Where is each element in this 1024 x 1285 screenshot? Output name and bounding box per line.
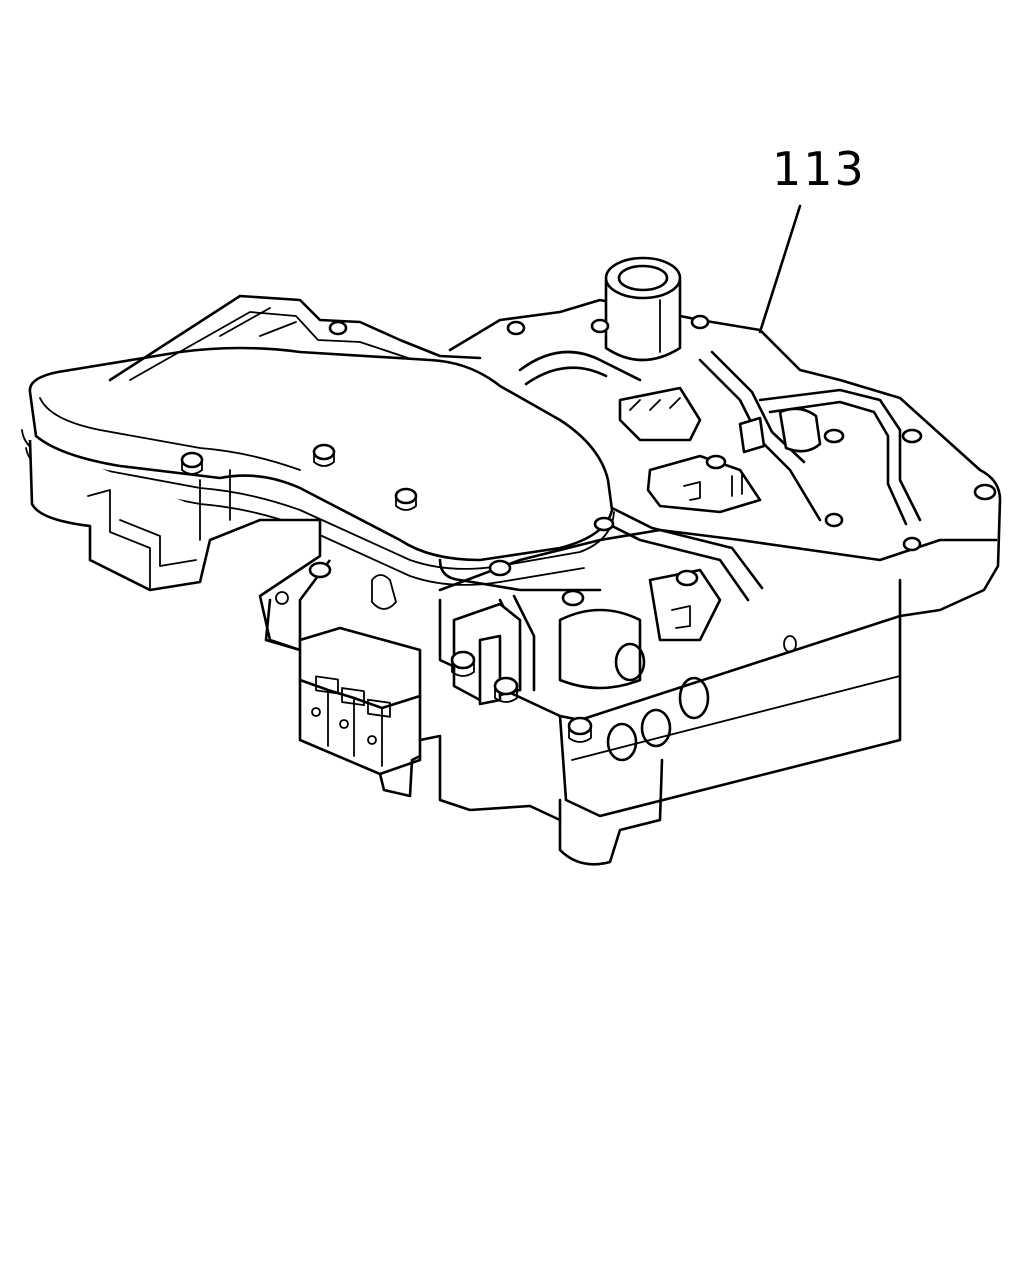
bolt: [308, 561, 332, 579]
bolt: [450, 650, 476, 677]
bolt: [824, 512, 844, 528]
bolt: [690, 314, 710, 330]
bolt: [506, 320, 526, 336]
accumulator-cylinder: [604, 256, 682, 362]
cover-bolts: [180, 320, 418, 511]
bolt: [902, 536, 922, 552]
callout-label: 113: [772, 142, 866, 196]
callout-leader-line: [758, 204, 802, 334]
bolt: [593, 516, 615, 532]
triple-connector: [298, 574, 422, 798]
bolt: [561, 589, 585, 607]
bottom-flange: [264, 591, 562, 822]
bolt: [493, 676, 519, 703]
side-holes: [606, 635, 797, 762]
bolt: [901, 428, 923, 444]
bolt: [590, 318, 610, 334]
bolt: [180, 451, 204, 475]
body-bolts: [308, 314, 997, 743]
bolt: [675, 569, 699, 587]
bolt: [705, 454, 727, 470]
connector-blocks: [618, 386, 822, 514]
bolt: [328, 320, 348, 336]
bolt: [488, 559, 512, 577]
bolt: [312, 443, 336, 467]
bolt: [823, 428, 845, 444]
bolt: [567, 716, 593, 743]
bolt: [394, 487, 418, 511]
valve-body-plate: [438, 298, 1002, 866]
bolt: [973, 483, 997, 501]
housing-left-block: [28, 439, 332, 652]
